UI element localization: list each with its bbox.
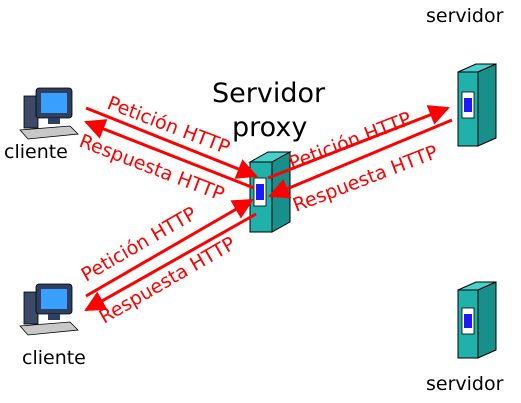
server-top-icon	[457, 63, 497, 147]
response-arrow-proxy-to-client-top	[84, 119, 255, 190]
request-arrow-client-top-to-proxy	[85, 106, 258, 179]
proxy-label-line2: proxy	[232, 112, 307, 143]
client-top-computer-icon	[19, 87, 79, 140]
server-bottom-label: servidor	[426, 373, 504, 395]
request-arrow-proxy-to-server	[267, 105, 450, 180]
response-arrow-server-to-proxy	[268, 118, 453, 199]
client-top-label: cliente	[4, 141, 68, 163]
client-bottom-computer-icon	[19, 283, 79, 336]
proxy-label-line1: Servidor	[212, 78, 326, 109]
server-bottom-icon	[457, 281, 497, 359]
request-arrow-client-bottom-to-proxy	[85, 198, 254, 298]
client-bottom-label: cliente	[22, 347, 86, 369]
response-arrow-proxy-to-client-bottom	[84, 212, 257, 312]
proxy-server-icon	[248, 151, 292, 233]
server-top-label: servidor	[426, 5, 504, 27]
